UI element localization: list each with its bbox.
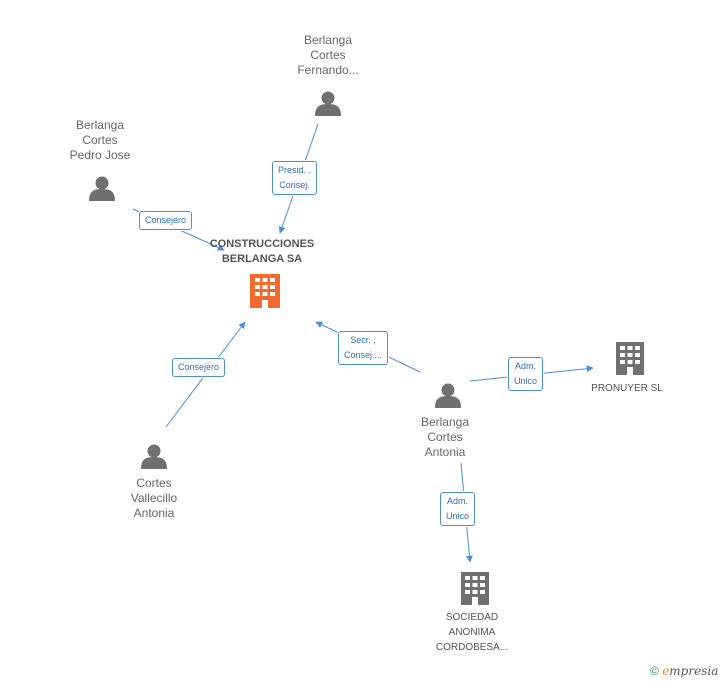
edge-label-line: Adm. [447, 496, 469, 506]
label-line: Berlanga [420, 415, 470, 429]
label-line: BERLANGA SA [221, 253, 303, 265]
label-line: Fernando... [297, 63, 359, 77]
label-line: Cortes [427, 430, 463, 444]
edge-label-line: Unico [446, 511, 470, 521]
edge-label-antonia-center[interactable]: Secr. , Consej.... [338, 331, 389, 365]
brand-accent: e [662, 664, 670, 678]
edge-label-line: Consejero [178, 362, 220, 372]
label-line: Cortes [82, 133, 118, 147]
node-label-sociedad[interactable]: SOCIEDAD ANONIMA CORDOBESA... [422, 610, 522, 655]
node-label-antonia[interactable]: Berlanga Cortes Antonia [395, 415, 495, 460]
person-icon[interactable] [141, 444, 167, 470]
label-line: PRONUYER SL [591, 383, 663, 394]
edge-label-line: Secr. , [350, 335, 376, 345]
edge-label-line: Adm. [515, 361, 537, 371]
node-label-fernando[interactable]: Berlanga Cortes Fernando... [278, 33, 378, 78]
edge-label-antonia-pronuyer[interactable]: Adm. Unico [508, 357, 544, 391]
label-line: CONSTRUCCIONES [209, 238, 315, 250]
node-label-pedro[interactable]: Berlanga Cortes Pedro Jose [50, 118, 150, 163]
edge-label-line: Presid. , [278, 165, 312, 175]
node-label-vallecillo[interactable]: Cortes Vallecillo Antonia [104, 476, 204, 521]
edge-label-fernando-center[interactable]: Presid. , Consej. [272, 161, 318, 195]
edge-label-antonia-sociedad[interactable]: Adm. Unico [440, 492, 476, 526]
edge-label-line: Unico [514, 376, 538, 386]
label-line: Berlanga [303, 33, 353, 47]
node-label-pronuyer[interactable]: PRONUYER SL [577, 381, 677, 396]
edge-label-vallecillo-center[interactable]: Consejero [172, 358, 226, 377]
edge-label-line: Consejero [145, 215, 187, 225]
building-icon[interactable] [616, 342, 644, 375]
label-line: Pedro Jose [69, 148, 131, 162]
person-icon[interactable] [435, 383, 461, 409]
label-line: Cortes [310, 48, 346, 62]
label-line: Antonia [133, 506, 175, 520]
brand-rest: mpresia [669, 664, 719, 678]
label-line: SOCIEDAD [445, 612, 499, 623]
label-line: Berlanga [75, 118, 125, 132]
building-icon[interactable] [461, 572, 489, 605]
label-line: Antonia [424, 445, 466, 459]
label-line: Vallecillo [130, 491, 178, 505]
node-label-center-company[interactable]: CONSTRUCCIONES BERLANGA SA [192, 237, 332, 267]
label-line: Cortes [136, 476, 172, 490]
brand-logo[interactable]: empresia [662, 664, 718, 678]
building-icon[interactable] [250, 274, 280, 308]
brand-footer: © empresia [650, 664, 718, 678]
label-line: CORDOBESA... [435, 642, 509, 653]
person-icon[interactable] [89, 176, 115, 202]
copyright-icon: © [650, 664, 659, 678]
person-icon[interactable] [315, 91, 341, 117]
edge-label-line: Consej.... [344, 350, 383, 360]
label-line: ANONIMA [448, 627, 496, 638]
edge-label-line: Consej. [279, 180, 310, 190]
edge-label-pedro-center[interactable]: Consejero [139, 211, 193, 230]
